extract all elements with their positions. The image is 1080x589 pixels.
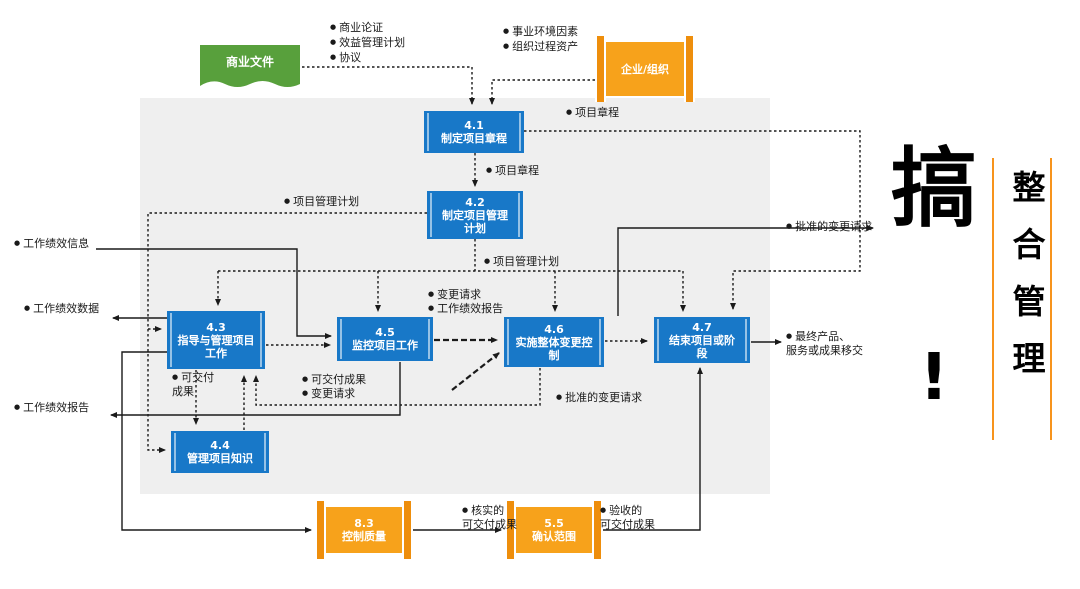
process-5-5-id: 5.5 xyxy=(544,517,564,530)
label-project-charter-out: 项目章程 xyxy=(566,105,619,120)
flow-approved-change-requests-out xyxy=(617,225,874,316)
flow-work-performance-reports-out xyxy=(110,362,401,418)
label-final-product: 最终产品、 服务或成果移交 xyxy=(786,329,863,358)
process-4-4-name: 管理项目知识 xyxy=(187,452,253,465)
process-4-7-name: 结束项目或阶段 xyxy=(669,333,735,360)
flow-change-requests-to-4-6 xyxy=(451,352,500,391)
business-documents-shape: 商业文件 xyxy=(198,44,302,96)
document-shape-icon xyxy=(200,45,300,87)
business-documents-label: 商业文件 xyxy=(225,55,274,69)
process-4-7: 4.7 结束项目或阶段 xyxy=(654,317,750,363)
process-8-3-id: 8.3 xyxy=(354,517,374,530)
flow-4-1-charter-to-4-7 xyxy=(524,130,861,310)
process-8-3-name: 控制质量 xyxy=(342,530,386,543)
process-4-6: 4.6 实施整体变更控制 xyxy=(504,317,604,367)
process-4-1-id: 4.1 xyxy=(464,119,484,132)
process-4-6-id: 4.6 xyxy=(544,322,564,336)
label-deliverables-4-3: 可交付 成果 xyxy=(172,370,214,399)
process-8-3: 8.3 控制质量 xyxy=(315,501,413,559)
label-approved-change-requests-out: 批准的变更请求 xyxy=(786,219,872,234)
process-4-5-name: 监控项目工作 xyxy=(352,339,418,352)
business-documents-bullets: 商业论证 效益管理计划 协议 xyxy=(330,20,405,65)
label-project-charter-to-4-2: 项目章程 xyxy=(486,163,539,178)
process-4-1-name: 制定项目章程 xyxy=(441,132,507,145)
process-5-5-name: 确认范围 xyxy=(532,530,576,543)
banner-big-char: 搞 xyxy=(891,139,977,239)
label-work-performance-reports-mid: 工作绩效报告 xyxy=(428,301,503,316)
process-4-2-id: 4.2 xyxy=(465,195,485,209)
flow-deliverables-to-8-3 xyxy=(121,351,312,533)
process-4-2: 4.2 制定项目管理计划 xyxy=(427,191,523,239)
bullet-eef: 事业环境因素 xyxy=(503,24,578,39)
process-4-4: 4.4 管理项目知识 xyxy=(171,431,269,473)
process-4-3: 4.3 指导与管理项目工作 xyxy=(167,311,265,369)
process-4-3-id: 4.3 xyxy=(206,320,226,334)
label-verified-deliverables: 核实的 可交付成果 xyxy=(462,503,517,532)
flow-approved-change-requests-to-4-3 xyxy=(253,368,541,406)
process-4-5: 4.5 监控项目工作 xyxy=(337,317,433,361)
process-4-4-id: 4.4 xyxy=(210,439,230,452)
flow-work-performance-info-to-4-5 xyxy=(96,248,332,339)
process-4-3-name: 指导与管理项目工作 xyxy=(177,333,255,360)
label-deliverables-4-5: 可交付成果 xyxy=(302,372,366,387)
enterprise-organization-shape: 企业/组织 xyxy=(595,36,695,102)
enterprise-bullets: 事业环境因素 组织过程资产 xyxy=(503,24,578,54)
banner-divider-left xyxy=(992,158,994,440)
label-approved-change-requests-mid: 批准的变更请求 xyxy=(556,390,642,405)
banner-vertical-title: 整合管理 xyxy=(1007,170,1046,398)
label-accepted-deliverables: 验收的 可交付成果 xyxy=(600,503,655,532)
label-change-requests-4-5: 变更请求 xyxy=(302,386,355,401)
process-4-5-id: 4.5 xyxy=(375,326,395,339)
process-5-5: 5.5 确认范围 xyxy=(505,501,603,559)
flow-4-2-plan-to-4-4 xyxy=(147,329,166,453)
bullet-business-case: 商业论证 xyxy=(330,20,405,35)
flow-business-docs-to-4-1 xyxy=(302,66,475,105)
label-project-plan-left: 项目管理计划 xyxy=(284,194,359,209)
process-4-7-id: 4.7 xyxy=(692,320,712,334)
enterprise-organization-label: 企业/组织 xyxy=(620,62,670,76)
bullet-agreements: 协议 xyxy=(330,50,405,65)
bullet-benefits-plan: 效益管理计划 xyxy=(330,35,405,50)
banner-divider-right xyxy=(1050,158,1052,440)
label-project-plan-below: 项目管理计划 xyxy=(484,254,559,269)
process-4-1: 4.1 制定项目章程 xyxy=(424,111,524,153)
label-work-performance-reports-left: 工作绩效报告 xyxy=(14,400,89,415)
process-4-2-name: 制定项目管理计划 xyxy=(442,208,508,235)
flow-4-2-plan-to-4-3 xyxy=(147,212,427,332)
label-change-requests-mid: 变更请求 xyxy=(428,287,481,302)
label-work-performance-info: 工作绩效信息 xyxy=(14,236,89,251)
label-work-performance-data: 工作绩效数据 xyxy=(24,301,99,316)
banner-exclamation: ! xyxy=(919,341,949,415)
bullet-opa: 组织过程资产 xyxy=(503,39,578,54)
process-4-6-name: 实施整体变更控制 xyxy=(515,335,593,362)
flow-enterprise-to-4-1 xyxy=(489,79,595,105)
